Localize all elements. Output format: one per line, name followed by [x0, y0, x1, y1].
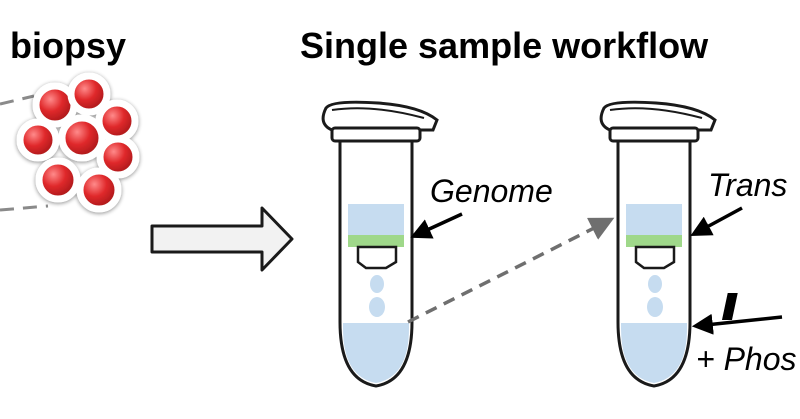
tube1-band-label: Genome	[430, 173, 553, 209]
transfer-arrow	[408, 220, 610, 322]
process-arrow-icon	[152, 208, 292, 270]
tube2-band-pointer-arrow	[694, 208, 742, 234]
tube2-band-label: Trans	[708, 167, 787, 203]
cell-cluster-icon	[20, 76, 136, 209]
tube2-bottom-label: + Phos	[696, 341, 797, 377]
tube2-bottom-label-fragment	[722, 293, 738, 320]
tube2-bottom-pointer-arrow	[696, 317, 782, 326]
tube1-pointer-arrow	[414, 214, 462, 236]
tube-cap-icon	[323, 102, 437, 141]
tube-cap-icon	[601, 102, 715, 141]
workflow-heading: Single sample workflow	[300, 25, 709, 66]
tube-1	[323, 102, 437, 386]
left-heading: r biopsy	[0, 25, 126, 66]
